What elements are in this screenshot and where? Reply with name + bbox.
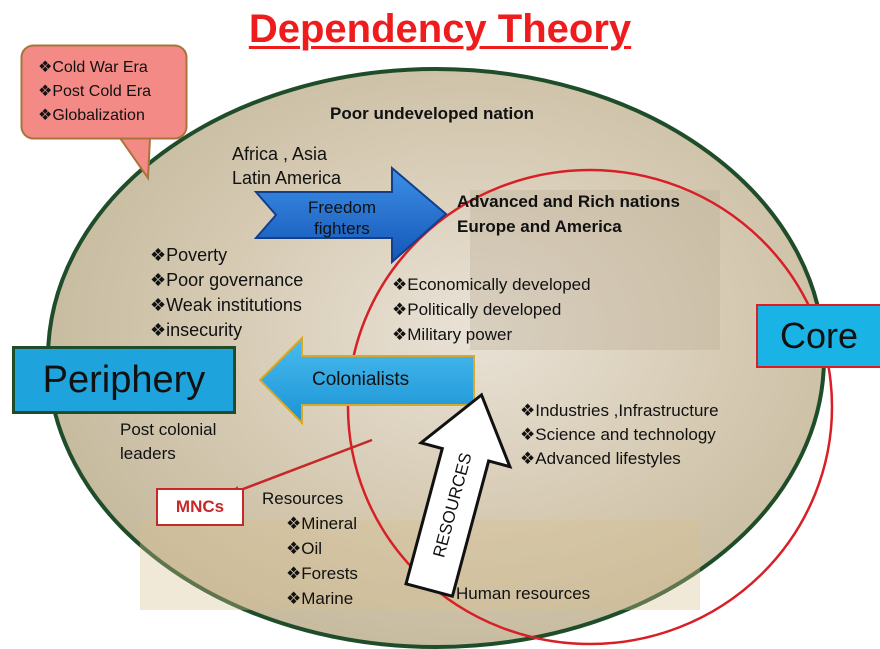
periphery-label-box: Periphery [12, 346, 236, 414]
problem-item: ❖Weak institutions [150, 295, 302, 315]
freedom-fighters-arrow [253, 165, 448, 265]
core-heading-line1: Advanced and Rich nations [457, 192, 680, 211]
colonialists-label: Colonialists [312, 369, 410, 390]
periphery-problems-list: ❖Poverty ❖Poor governance ❖Weak institut… [150, 243, 303, 343]
resources-list: ❖Mineral ❖Oil ❖Forests ❖Marine [286, 511, 358, 611]
resources-arrow [404, 392, 513, 599]
problem-item: ❖insecurity [150, 320, 243, 340]
background-building [470, 190, 720, 350]
callout-item: ❖Cold War Era [38, 59, 148, 76]
periphery-heading: Poor undeveloped nation [330, 104, 535, 123]
core-heading-line2: Europe and America [457, 217, 622, 236]
freedom-label-line2: fighters [314, 219, 370, 238]
resource-item: ❖Forests [286, 564, 358, 583]
trait-item: ❖Military power [392, 325, 513, 344]
callout-bubble [20, 44, 188, 140]
trait-item: ❖Economically developed [392, 275, 591, 294]
problem-item: ❖Poverty [150, 245, 228, 265]
callout-pointer [118, 137, 152, 181]
core-traits-list: ❖Economically developed ❖Politically dev… [392, 272, 591, 347]
callout-list: ❖Cold War Era ❖Post Cold Era ❖Globalizat… [38, 56, 151, 128]
resource-item: ❖Marine [286, 589, 354, 608]
problem-item: ❖Poor governance [150, 270, 304, 290]
asset-item: ❖Science and technology [520, 425, 716, 444]
resources-heading: Resources [262, 489, 344, 508]
callout-item: ❖Globalization [38, 107, 145, 124]
core-label-box: Core [756, 304, 880, 368]
core-assets-list: ❖Industries ,Infrastructure ❖Science and… [520, 399, 719, 471]
post-colonial-line1: Post colonial [120, 420, 217, 439]
resource-item: ❖Oil [286, 539, 323, 558]
freedom-label-line1: Freedom [308, 198, 377, 217]
trait-item: ❖Politically developed [392, 300, 562, 319]
colonialists-arrow [258, 335, 475, 426]
asset-item: ❖Industries ,Infrastructure [520, 401, 719, 420]
asset-item: ❖Advanced lifestyles [520, 449, 681, 468]
regions-line2: Latin America [232, 168, 342, 188]
mncs-label-box: MNCs [156, 488, 244, 526]
core-ellipse [346, 168, 834, 646]
post-colonial-line2: leaders [120, 444, 176, 463]
mncs-connector-line [229, 438, 373, 496]
regions-line1: Africa , Asia [232, 144, 328, 164]
human-resources-label: Human resources [456, 584, 591, 603]
callout-item: ❖Post Cold Era [38, 83, 152, 100]
resource-item: ❖Mineral [286, 514, 357, 533]
page-title: Dependency Theory [248, 7, 632, 51]
